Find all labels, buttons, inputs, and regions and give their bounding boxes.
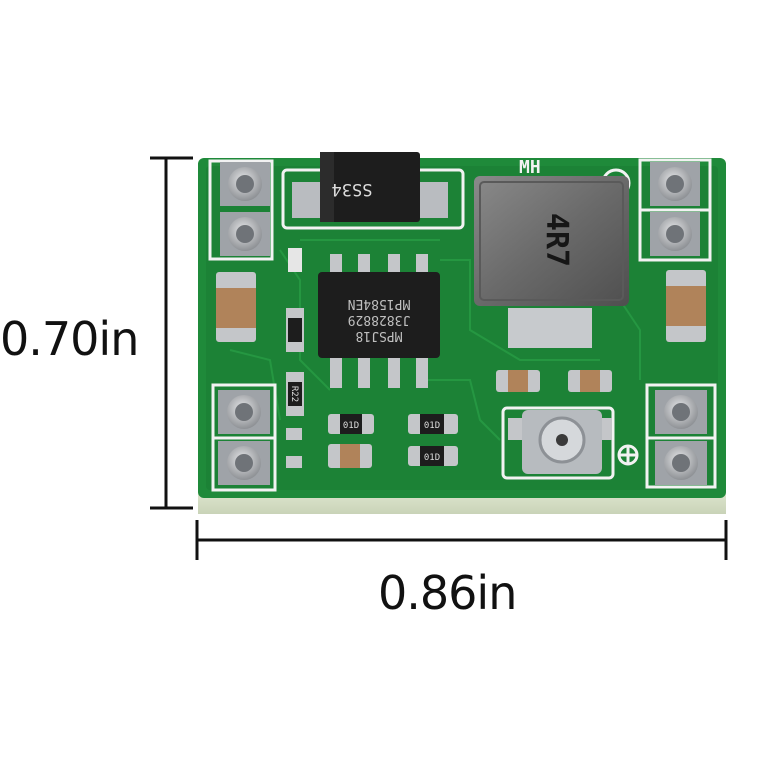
potentiometer: [508, 410, 612, 474]
width-label: 0.86in: [378, 566, 517, 620]
inductor: 4R7: [474, 176, 629, 348]
width-dimension-line: [195, 520, 728, 560]
ic-marking-2: J3828829: [348, 312, 411, 327]
small-part-label-1: 01D: [343, 421, 359, 431]
small-parts: R22 01D 01D 01D: [286, 248, 458, 468]
small-part-label-3: 01D: [424, 453, 440, 463]
schottky-diode: SS34: [292, 152, 448, 222]
resistor-label: R22: [289, 386, 299, 402]
small-part-label-2: 01D: [424, 421, 440, 431]
ic-chip: MPSJ18 J3828829 MP1584EN: [318, 254, 440, 388]
silkscreen-label: MH: [519, 157, 541, 178]
ic-marking-1: MPSJ18: [356, 328, 403, 343]
height-label: 0.70in: [0, 312, 139, 366]
capacitors: [216, 270, 706, 468]
diode-label: SS34: [332, 179, 373, 199]
height-dimension-line: [150, 156, 193, 510]
ic-marking-3: MP1584EN: [348, 296, 411, 311]
pcb-board: MH: [198, 152, 726, 514]
inductor-label: 4R7: [539, 213, 574, 267]
header-pads: [218, 162, 707, 485]
